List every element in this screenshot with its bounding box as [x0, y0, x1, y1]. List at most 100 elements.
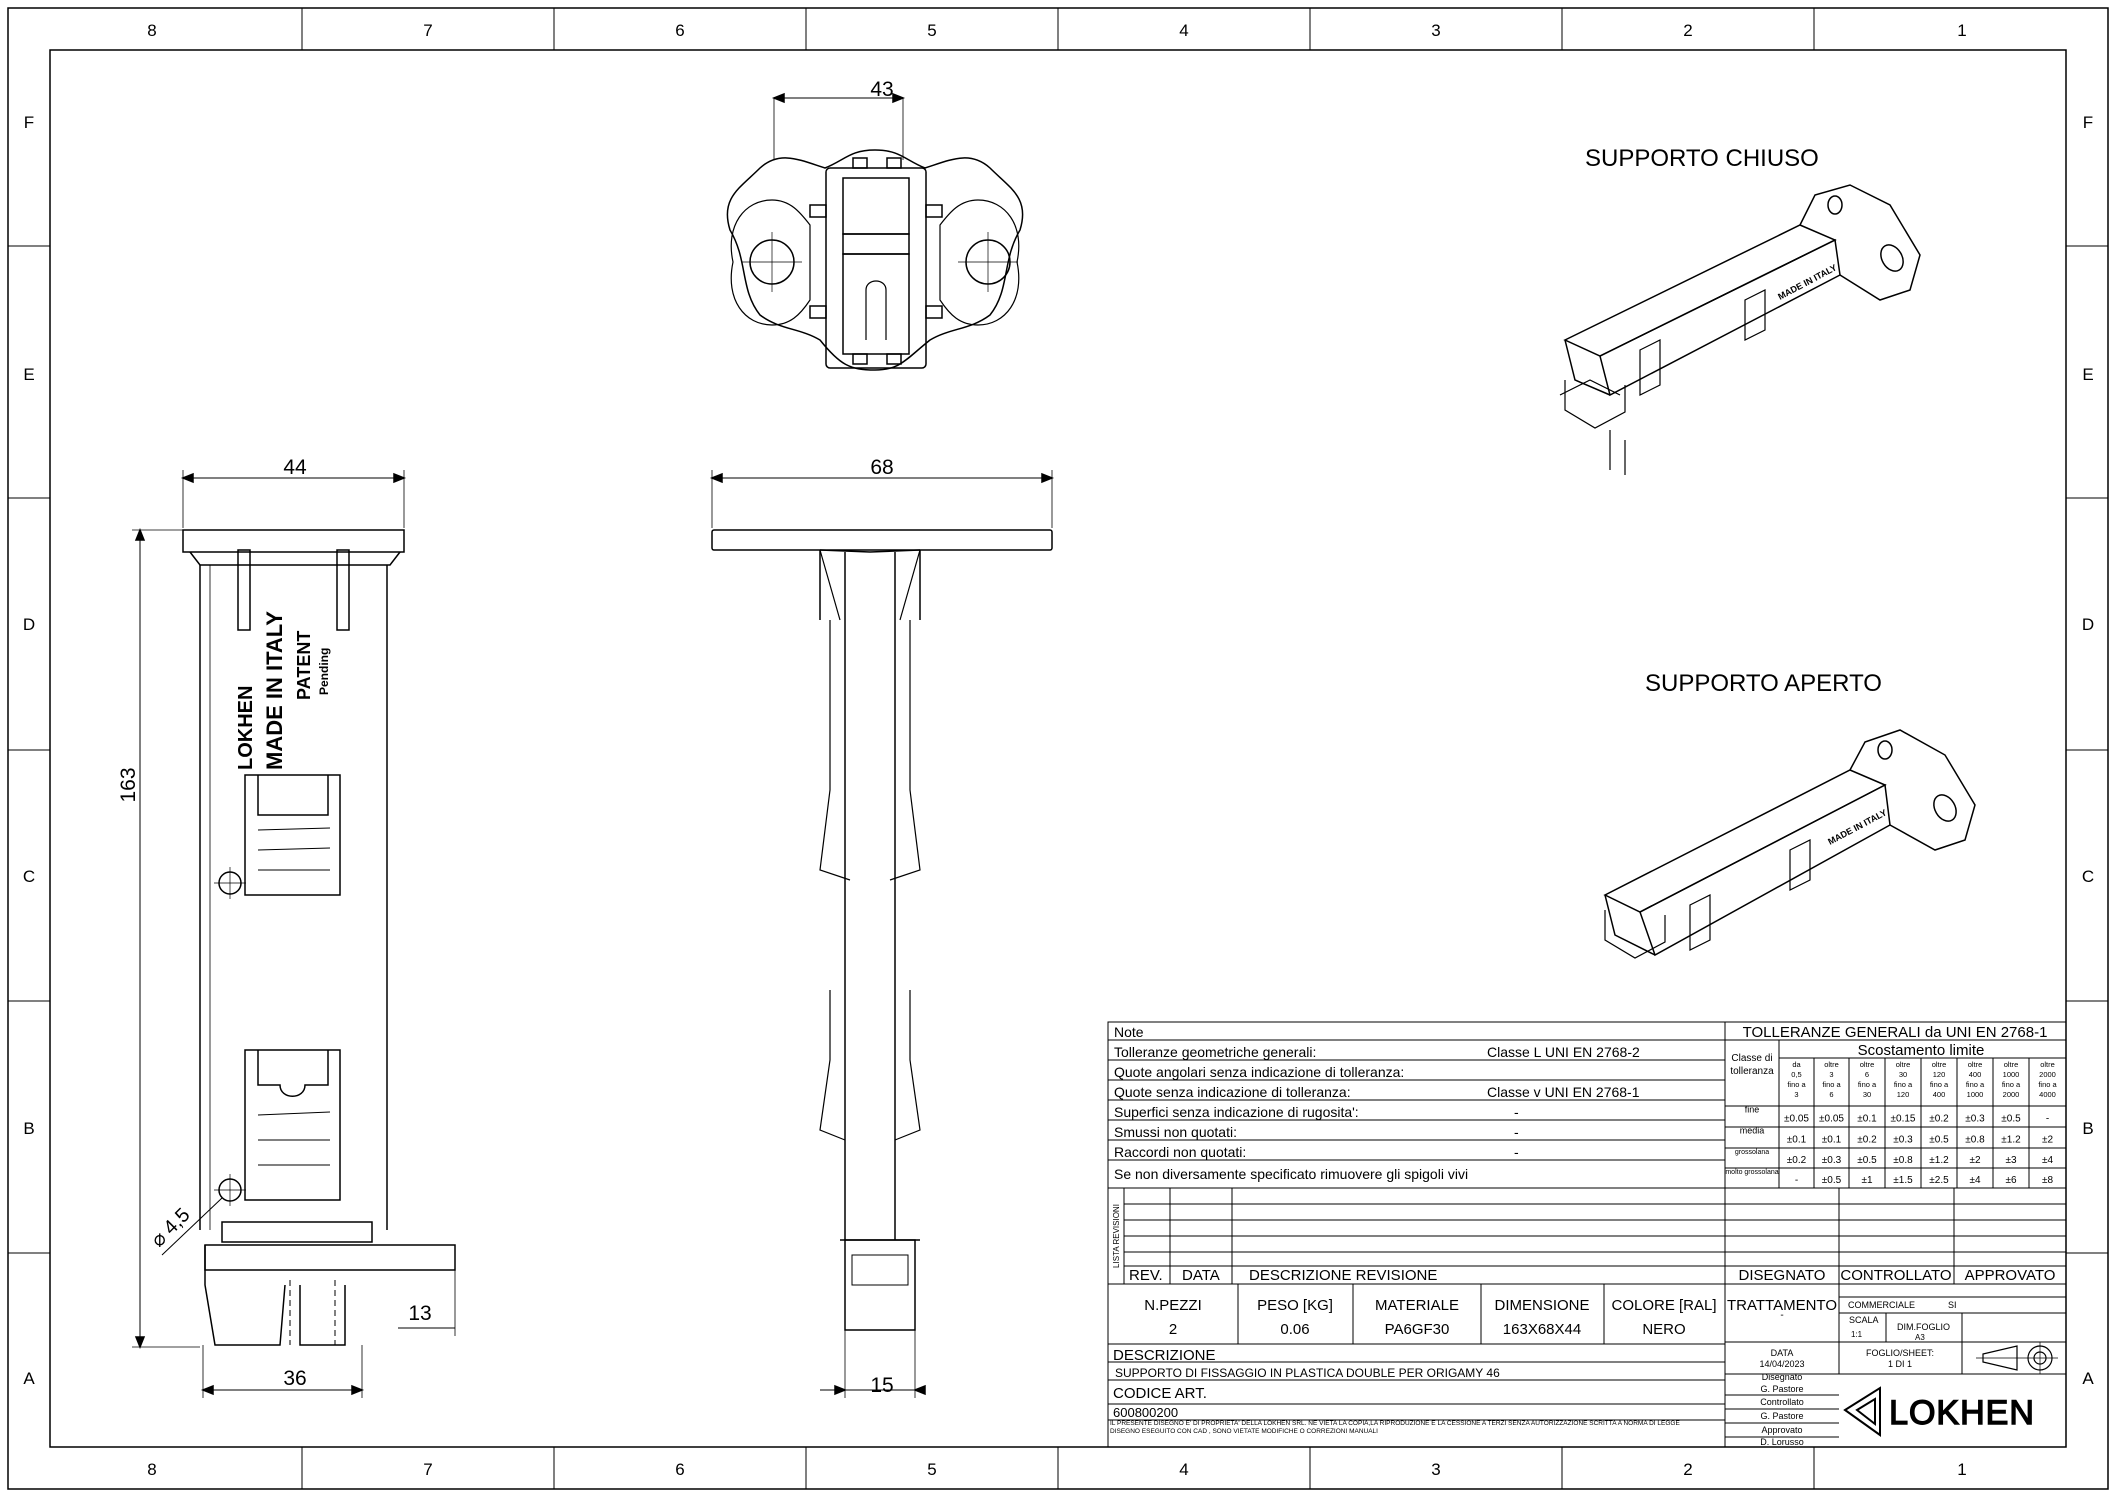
title-block — [1107, 1283, 2067, 1448]
row-label: B — [23, 1119, 34, 1138]
column-labels: 8 7 6 5 4 3 2 1 8 7 6 5 4 3 2 1 — [147, 21, 1966, 1479]
revisions-side-label: LISTA REVISIONI — [1112, 1204, 1121, 1268]
tolerance-range-header: oltre — [1824, 1060, 1839, 1069]
tolerance-value: ±2 — [2042, 1135, 2053, 1146]
part-value: 2 — [1169, 1321, 1177, 1338]
iso-open-marking: MADE IN ITALY — [1826, 807, 1888, 846]
projection-symbol — [1976, 1342, 2058, 1374]
tolerance-range-header: 3 — [1829, 1070, 1833, 1079]
tolerance-value: ±2 — [1969, 1155, 1980, 1166]
tolerance-range-header: oltre — [1896, 1060, 1911, 1069]
revisions-headers: LISTA REVISIONI REV. DATA DESCRIZIONE RE… — [1112, 1204, 2055, 1284]
date-value: 14/04/2023 — [1759, 1359, 1804, 1369]
iso-closed-view: MADE IN ITALY — [1559, 184, 1921, 475]
note-label: Quote senza indicazione di tolleranza: — [1114, 1084, 1351, 1100]
tolerance-range-header: da — [1792, 1060, 1801, 1069]
tolerance-range-header: 30 — [1899, 1070, 1907, 1079]
tolerance-value: - — [2046, 1114, 2049, 1125]
tolerance-value: ±0.1 — [1822, 1135, 1842, 1146]
tolerance-table — [1724, 1021, 2067, 1189]
tolerance-range-header: 400 — [1933, 1090, 1946, 1099]
notes-text: Note Tolleranze geometriche generali: Cl… — [1114, 1024, 1640, 1182]
tolerance-value: ±4 — [2042, 1155, 2053, 1166]
tolerance-value: ±1.2 — [1929, 1155, 1949, 1166]
col-label: 4 — [1179, 1460, 1188, 1479]
top-view — [726, 92, 1024, 371]
approved-label: Approvato — [1761, 1425, 1802, 1435]
tolerance-class-name: molto grossolana — [1725, 1169, 1778, 1176]
part-header: COLORE [RAL] — [1611, 1297, 1716, 1314]
tolerance-range-header: 2000 — [2003, 1090, 2020, 1099]
drawn-label: Disegnato — [1762, 1372, 1803, 1382]
tolerance-range-header: 3 — [1794, 1090, 1798, 1099]
description-label: DESCRIZIONE — [1113, 1347, 1216, 1364]
tolerance-value: ±0.05 — [1784, 1114, 1809, 1125]
tolerance-range-header: 0,5 — [1791, 1070, 1801, 1079]
iso-open-view: MADE IN ITALY — [1603, 729, 1976, 959]
row-label: E — [23, 365, 34, 384]
tolerance-range-header: oltre — [1860, 1060, 1875, 1069]
tolerance-range-header: 120 — [1897, 1090, 1910, 1099]
dim-side-width: 68 — [870, 456, 893, 479]
part-header: MATERIALE — [1375, 1297, 1459, 1314]
col-label: 2 — [1683, 21, 1692, 40]
patent-marking: PATENT — [294, 631, 314, 700]
lokhen-logo: LOKHEN — [1843, 1386, 2035, 1437]
treatment-value: - — [1780, 1310, 1783, 1321]
tolerance-value: ±4 — [1969, 1175, 1980, 1186]
tolerance-value: ±1.2 — [2001, 1135, 2021, 1146]
approved-value: D. Lorusso — [1760, 1437, 1804, 1447]
dim-side-base: 15 — [870, 1374, 893, 1397]
dim-front-height: 163 — [117, 767, 140, 802]
scale-label: SCALA — [1849, 1315, 1879, 1325]
part-value: 0.06 — [1280, 1321, 1309, 1338]
tolerance-subtitle: Scostamento limite — [1858, 1042, 1985, 1059]
col-label: 1 — [1957, 1460, 1966, 1479]
inner-frame — [49, 49, 2067, 1448]
tolerance-range-header: oltre — [2040, 1060, 2055, 1069]
col-label: 3 — [1431, 1460, 1440, 1479]
zone-ticks — [8, 8, 2108, 1489]
tolerance-value: ±0.5 — [1857, 1155, 1877, 1166]
pending-marking: Pending — [317, 648, 331, 695]
row-label: F — [2083, 113, 2093, 132]
col-label: 6 — [675, 21, 684, 40]
tolerance-value: ±6 — [2005, 1175, 2016, 1186]
tolerance-range-header: 400 — [1969, 1070, 1982, 1079]
tolerance-text: TOLLERANZE GENERALI da UNI EN 2768-1 Sco… — [1730, 1024, 2047, 1077]
tolerance-range-header: oltre — [1932, 1060, 1947, 1069]
tolerance-value: ±0.2 — [1857, 1135, 1877, 1146]
date-label: DATA — [1771, 1348, 1794, 1358]
tolerance-range-header: 2000 — [2039, 1070, 2056, 1079]
dim-hole-diameter: ⌀ 4,5 — [147, 1204, 195, 1252]
row-label: A — [2082, 1369, 2094, 1388]
sheet-value: 1 DI 1 — [1888, 1359, 1912, 1369]
revisions-table — [1107, 1187, 2067, 1285]
note-label: Smussi non quotati: — [1114, 1124, 1237, 1140]
tolerance-range-header: fino a — [2002, 1080, 2021, 1089]
tolerance-value: - — [1795, 1175, 1798, 1186]
part-value: PA6GF30 — [1385, 1321, 1450, 1338]
row-label: E — [2082, 365, 2093, 384]
commercial-value: SI — [1948, 1300, 1957, 1310]
sheet-size-label: DIM.FOGLIO — [1897, 1322, 1950, 1332]
note-label: Quote angolari senza indicazione di toll… — [1114, 1064, 1404, 1080]
tolerance-value: ±0.15 — [1891, 1114, 1916, 1125]
tolerance-class-name: media — [1740, 1126, 1765, 1136]
rev-header: CONTROLLATO — [1840, 1267, 1951, 1284]
checked-value: G. Pastore — [1760, 1411, 1803, 1421]
dim-front-base: 36 — [283, 1367, 306, 1390]
tolerance-range-header: 4000 — [2039, 1090, 2056, 1099]
tolerance-range-header: fino a — [1822, 1080, 1841, 1089]
row-label: F — [24, 113, 34, 132]
note-label: Raccordi non quotati: — [1114, 1144, 1246, 1160]
tolerance-value: ±1.5 — [1893, 1175, 1913, 1186]
made-in-marking: MADE IN ITALY — [262, 611, 287, 770]
part-value: NERO — [1642, 1321, 1685, 1338]
tolerance-value: ±0.3 — [1965, 1114, 1985, 1125]
tolerance-range-header: fino a — [1858, 1080, 1877, 1089]
tolerance-range-header: 6 — [1829, 1090, 1833, 1099]
tolerance-range-header: fino a — [1966, 1080, 1985, 1089]
tolerance-value: ±0.1 — [1857, 1114, 1877, 1125]
